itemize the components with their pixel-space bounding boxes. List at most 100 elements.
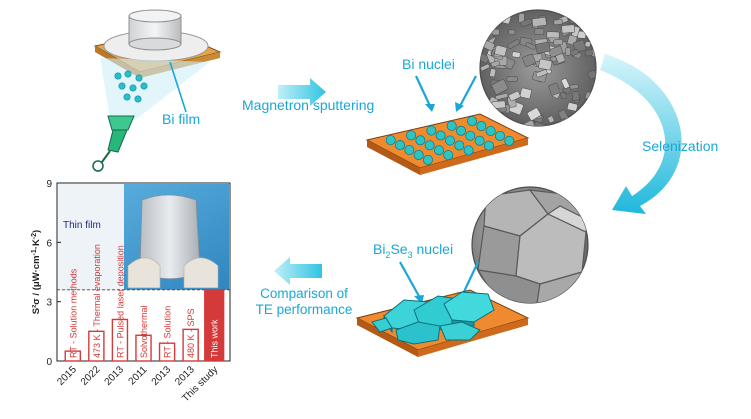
chart-bar — [158, 342, 176, 362]
bi-film-label: Bi film — [162, 111, 201, 127]
bi-nucleus-dot — [433, 145, 444, 156]
bi-nucleus-dot — [422, 154, 433, 165]
sem-grain — [585, 91, 596, 102]
y-tick-label: 6 — [46, 238, 52, 249]
x-category-label: 2013 — [103, 364, 127, 388]
y-tick-label: 3 — [46, 298, 52, 309]
bi-nucleus-dot — [443, 150, 454, 161]
sem-grain — [565, 47, 571, 56]
bise-se: Se — [390, 241, 408, 257]
sem-grain — [507, 39, 520, 49]
sem-grain — [480, 63, 490, 71]
sem-grain — [511, 51, 521, 58]
sem-grain — [594, 14, 596, 24]
bar-label: 473 K - Thermal evaporation — [92, 244, 102, 358]
bi-nucleus-dot — [406, 130, 417, 141]
sem-grain — [587, 70, 596, 80]
sem-grain — [535, 69, 548, 78]
y-axis-label: S²σ / (μW·cm-1·K-2) — [31, 230, 43, 314]
sem-grain — [561, 78, 570, 89]
sem-grain — [570, 48, 579, 56]
x-category-label: 2022 — [79, 364, 103, 388]
sem-grain — [532, 121, 547, 126]
sem-grain — [594, 113, 596, 121]
sem-grain — [567, 102, 578, 112]
sem-grain — [569, 118, 583, 126]
bi-nucleus-dot — [385, 135, 396, 146]
x-category-label: 2011 — [127, 364, 150, 387]
sem-grain — [508, 29, 516, 36]
bi-nucleus-dot — [504, 135, 515, 146]
comparison-line-1: Comparison of — [260, 286, 348, 301]
sem-grain — [520, 18, 533, 28]
bar-label: RT - Pulsed laser deposition — [115, 245, 125, 358]
y-tick-label: 0 — [46, 357, 52, 368]
sem-grain — [569, 17, 579, 25]
sem-grain — [592, 39, 596, 54]
comparison-label: Comparison of TE performance — [248, 286, 360, 318]
chart-bar — [182, 328, 199, 362]
bise-sub-2: 2 — [385, 249, 391, 260]
selenization-label: Selenization — [642, 138, 719, 154]
comparison-line-2: TE performance — [255, 302, 353, 317]
bise-nuclei-label: Bi2Se3 nuclei — [373, 241, 453, 260]
bi-nucleus-dot — [494, 130, 505, 141]
bi-nucleus-dot — [446, 120, 457, 131]
sem-grain — [534, 28, 545, 36]
thin-film-label: Thin film — [63, 220, 101, 231]
bi-nucleus-dot — [415, 135, 426, 146]
bi-nucleus-dot — [456, 125, 467, 136]
sem-grain — [548, 83, 560, 96]
bi-nucleus-dot — [476, 121, 487, 132]
sem-grain — [538, 58, 553, 71]
sem-grain — [546, 31, 560, 39]
sem-grain — [589, 10, 596, 20]
sem-grain — [519, 87, 532, 99]
sem-grain — [489, 10, 503, 22]
bi-nucleus-dot — [465, 130, 476, 141]
sem-grain — [593, 102, 596, 110]
y-tick-label: 9 — [46, 179, 52, 190]
sem-grain — [553, 38, 564, 46]
sputter-particles — [114, 70, 148, 103]
sem-grain — [584, 41, 591, 48]
bar-label: 480 K - SPS — [186, 308, 196, 358]
bi-nucleus-dot — [426, 125, 437, 136]
sem-grain — [522, 53, 536, 67]
bi-nucleus-dot — [413, 149, 424, 160]
bi-nucleus-dot — [444, 135, 455, 146]
bar-label: Solvothermal — [139, 305, 149, 358]
bi-nucleus-dot — [463, 145, 474, 156]
sem-grain — [561, 24, 576, 34]
arrow-magnetron — [278, 78, 326, 106]
chart-bar — [111, 318, 129, 362]
sem-grain — [506, 76, 518, 82]
finger-right — [183, 257, 219, 289]
sem-image-bi — [479, 9, 597, 127]
sem-grain — [480, 99, 489, 112]
thin-film-photo-panel — [58, 184, 124, 290]
sem-grain — [584, 120, 595, 126]
sem-grain — [489, 68, 497, 78]
x-category-label: 2013 — [150, 364, 174, 388]
bise-nuclei-word: nuclei — [412, 241, 454, 257]
x-category-label: 2015 — [55, 364, 79, 388]
sem-grain — [494, 45, 507, 57]
sem-grain — [495, 92, 509, 100]
bi-nucleus-dot — [454, 140, 465, 151]
sem-grain — [531, 17, 547, 27]
sem-grain — [527, 107, 541, 121]
sem-grain — [491, 100, 506, 109]
bi-nucleus-dot — [395, 140, 406, 151]
sem-grain — [508, 90, 521, 102]
chart-bar — [88, 330, 105, 362]
chart-bar — [204, 289, 225, 362]
chart-bar — [64, 350, 82, 362]
sem-grain — [491, 79, 509, 95]
sem-grain — [490, 60, 501, 68]
bi-nucleus-dot — [435, 130, 446, 141]
finger-left — [127, 257, 161, 289]
bar-label: RT - Solution — [163, 306, 173, 358]
